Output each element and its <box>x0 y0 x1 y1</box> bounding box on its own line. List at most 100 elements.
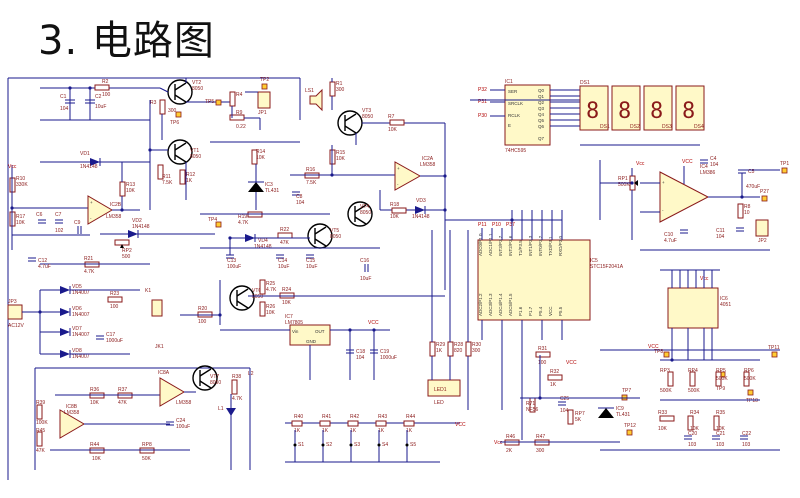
svg-text:1K: 1K <box>186 178 193 184</box>
svg-text:R17: R17 <box>16 214 25 220</box>
svg-text:-: - <box>397 182 399 187</box>
svg-text:C8: C8 <box>296 194 303 200</box>
svg-text:VT3: VT3 <box>362 108 371 114</box>
svg-text:500K: 500K <box>618 182 630 188</box>
svg-text:10uF: 10uF <box>278 264 289 270</box>
svg-text:10K: 10K <box>716 426 726 432</box>
svg-text:8050: 8050 <box>192 86 203 92</box>
svg-text:LM358: LM358 <box>106 214 122 220</box>
reference-section: R31 100 VCC R32 1K R71 NF56 C25 104 RP7 … <box>494 346 640 454</box>
svg-text:INT3/P3.7: INT3/P3.7 <box>498 235 503 256</box>
svg-text:VD3: VD3 <box>416 198 426 204</box>
svg-text:1K: 1K <box>406 428 413 434</box>
svg-text:RP5: RP5 <box>716 368 726 374</box>
svg-text:R40: R40 <box>294 414 303 420</box>
svg-text:8050: 8050 <box>362 114 373 120</box>
svg-text:10K: 10K <box>690 426 700 432</box>
svg-text:R14: R14 <box>256 149 265 155</box>
svg-text:104: 104 <box>356 355 365 361</box>
svg-text:VT2: VT2 <box>192 80 201 86</box>
svg-text:INT2/P3.6: INT2/P3.6 <box>508 235 513 256</box>
svg-text:C13: C13 <box>227 258 236 264</box>
svg-text:L1: L1 <box>218 406 224 412</box>
svg-text:Q2: Q2 <box>538 100 545 105</box>
svg-text:-: - <box>662 208 664 213</box>
svg-text:1N4148: 1N4148 <box>132 224 150 230</box>
svg-text:RCLK: RCLK <box>508 113 520 118</box>
svg-text:IC5: IC5 <box>590 258 598 264</box>
svg-text:R1: R1 <box>336 81 343 87</box>
svg-text:LS1: LS1 <box>305 88 314 94</box>
svg-text:100uF: 100uF <box>176 424 190 430</box>
svg-text:Vcc: Vcc <box>636 161 645 167</box>
svg-text:10: 10 <box>744 210 750 216</box>
svg-text:LM358: LM358 <box>64 410 80 416</box>
svg-text:DS1: DS1 <box>600 124 610 130</box>
mcu-ic5: IC5 STC15F2041A P11 P10 P37 ADC0/P1.0 AD… <box>445 210 624 440</box>
svg-text:R44: R44 <box>90 442 99 448</box>
svg-text:IC2B: IC2B <box>110 202 122 208</box>
svg-text:RP8: RP8 <box>142 442 152 448</box>
svg-text:47K: 47K <box>36 448 46 454</box>
page-title: 3. 电路图 <box>38 18 215 64</box>
middle-section: R14 10K IC3 TL431 C8 104 R19 4.7K LS1 R1… <box>200 78 446 290</box>
frame-lines <box>7 77 301 480</box>
svg-text:102: 102 <box>55 228 64 234</box>
svg-text:10uF: 10uF <box>95 104 106 110</box>
svg-text:VD7: VD7 <box>72 326 82 332</box>
svg-text:DS2: DS2 <box>630 124 640 130</box>
svg-text:JP3: JP3 <box>8 299 17 305</box>
svg-text:8: 8 <box>682 99 695 124</box>
svg-text:ADC1/P1.1: ADC1/P1.1 <box>488 233 493 256</box>
svg-text:VT4: VT4 <box>360 204 369 210</box>
svg-text:R37: R37 <box>118 387 127 393</box>
svg-text:10K: 10K <box>90 400 100 406</box>
svg-text:VD4: VD4 <box>258 238 268 244</box>
svg-text:470uF: 470uF <box>746 184 760 190</box>
svg-text:104: 104 <box>716 234 725 240</box>
svg-text:100: 100 <box>538 360 547 366</box>
svg-text:8050: 8050 <box>360 210 371 216</box>
svg-text:R13: R13 <box>126 182 135 188</box>
svg-text:C22: C22 <box>742 431 751 437</box>
svg-text:C16: C16 <box>360 258 369 264</box>
svg-text:SER: SER <box>508 89 518 94</box>
svg-text:RP2: RP2 <box>122 248 132 254</box>
svg-text:VCC: VCC <box>548 306 553 316</box>
svg-text:Q1: Q1 <box>538 94 545 99</box>
svg-text:TP11: TP11 <box>768 345 780 351</box>
svg-text:VD2: VD2 <box>132 218 142 224</box>
svg-text:104: 104 <box>710 162 719 168</box>
svg-text:1K: 1K <box>322 428 329 434</box>
svg-text:DS4: DS4 <box>694 124 704 130</box>
svg-text:R36: R36 <box>90 387 99 393</box>
svg-text:VT1: VT1 <box>190 148 199 154</box>
svg-text:JP1: JP1 <box>258 110 267 116</box>
svg-text:IC9: IC9 <box>616 406 624 412</box>
svg-text:S3: S3 <box>354 442 360 448</box>
svg-text:8050: 8050 <box>210 380 221 386</box>
svg-text:R42: R42 <box>350 414 359 420</box>
svg-text:R28: R28 <box>454 342 463 348</box>
svg-text:SRCLK: SRCLK <box>508 101 523 106</box>
svg-text:1N4007: 1N4007 <box>72 332 90 338</box>
svg-text:74HC595: 74HC595 <box>505 148 526 154</box>
svg-text:TL431: TL431 <box>616 412 630 418</box>
svg-text:VD6: VD6 <box>72 306 82 312</box>
svg-text:C2: C2 <box>95 94 102 100</box>
svg-text:P27: P27 <box>760 189 769 195</box>
svg-text:S1: S1 <box>298 442 304 448</box>
svg-text:Vcc: Vcc <box>8 164 17 170</box>
svg-text:R34: R34 <box>690 410 699 416</box>
svg-text:C7: C7 <box>55 212 62 218</box>
svg-text:IC3: IC3 <box>265 182 273 188</box>
svg-text:C4: C4 <box>710 156 717 162</box>
svg-text:100: 100 <box>102 92 111 98</box>
svg-text:8050: 8050 <box>252 294 263 300</box>
svg-text:R16: R16 <box>306 167 315 173</box>
svg-text:100K: 100K <box>36 420 48 426</box>
svg-text:500: 500 <box>122 254 131 260</box>
svg-text:LM7805: LM7805 <box>285 320 303 326</box>
svg-text:0.22: 0.22 <box>236 124 246 130</box>
svg-text:10K: 10K <box>256 155 266 161</box>
